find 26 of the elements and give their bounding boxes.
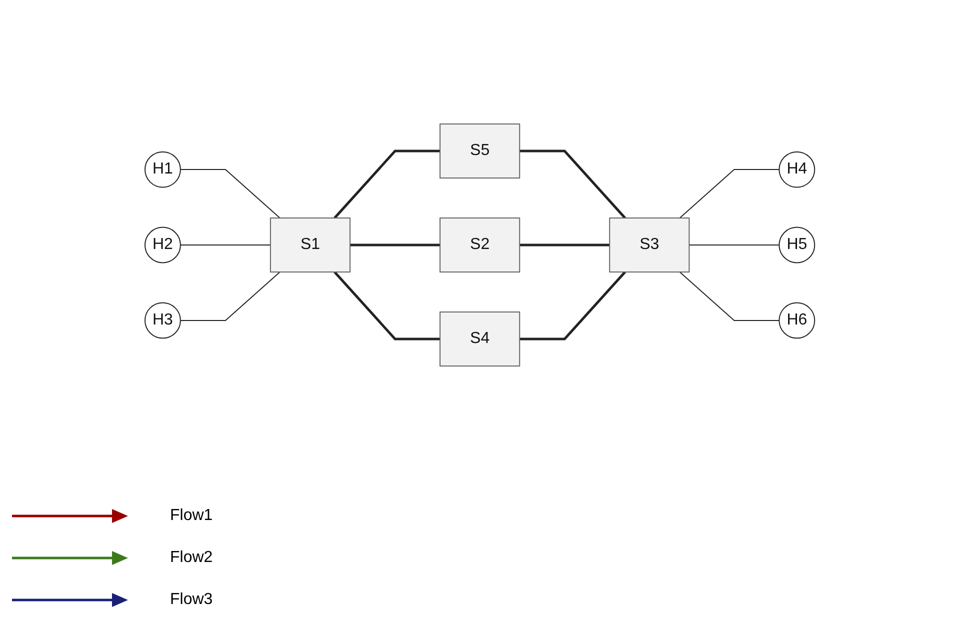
connector (688, 244, 780, 246)
node-circle: H4 (778, 151, 816, 188)
connector (679, 169, 780, 218)
node-box: S2 (440, 218, 520, 272)
node-circle: H5 (778, 226, 816, 264)
legend-label: Flow2 (170, 549, 213, 567)
node-box: S4 (440, 312, 520, 366)
node-box: S3 (609, 218, 690, 272)
connector (520, 244, 610, 246)
connector (334, 271, 440, 340)
node-circle: H1 (144, 151, 182, 188)
node-circle: H2 (144, 226, 182, 264)
node-box: S1 (270, 218, 351, 272)
connector (180, 244, 272, 246)
connector (350, 244, 440, 246)
connector (520, 150, 626, 219)
connector (180, 169, 281, 218)
node-box: S5 (440, 124, 520, 178)
legend-label: Flow3 (170, 591, 213, 609)
node-circle: H6 (778, 302, 816, 339)
connector (334, 150, 440, 219)
connector (679, 272, 780, 321)
legend-label: Flow1 (170, 507, 213, 525)
connector (180, 272, 281, 321)
connector (520, 271, 626, 340)
node-circle: H3 (144, 302, 182, 339)
